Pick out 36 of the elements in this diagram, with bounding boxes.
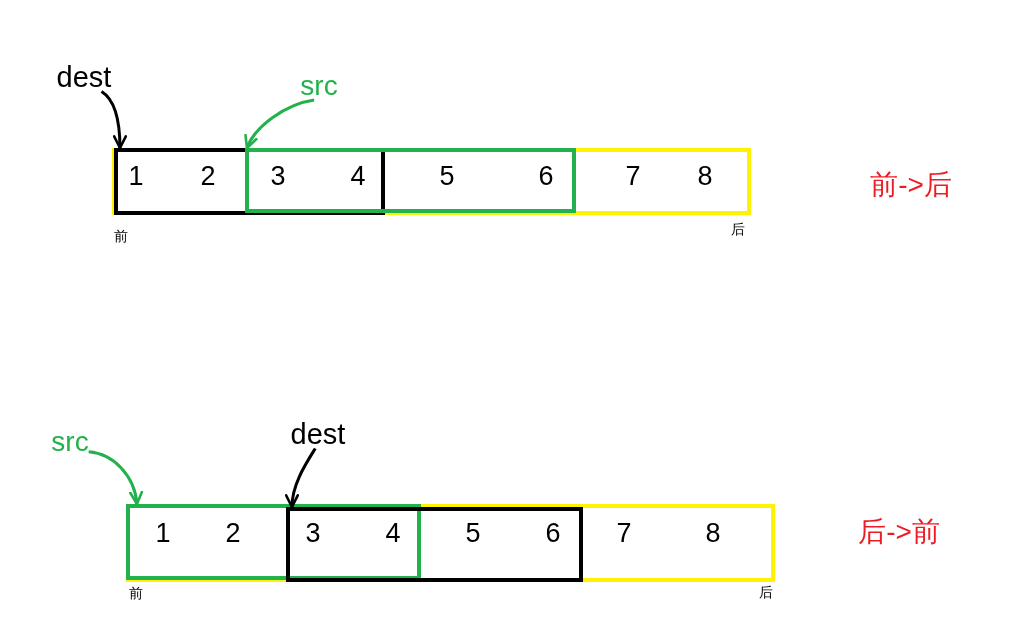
pointer-label: dest xyxy=(290,419,346,449)
array-frame xyxy=(112,148,751,215)
direction-label: 后->前 xyxy=(858,518,940,546)
array-value: 4 xyxy=(350,162,366,190)
array-value: 8 xyxy=(705,519,721,547)
array-value: 7 xyxy=(616,519,632,547)
array-value: 1 xyxy=(128,162,144,190)
range-frame xyxy=(286,507,583,582)
array-value: 6 xyxy=(538,162,554,190)
array-value: 4 xyxy=(385,519,401,547)
end-label: 前 xyxy=(114,229,128,243)
pointer-label: src xyxy=(300,72,338,100)
pointer-label: dest xyxy=(56,62,112,92)
array-value: 2 xyxy=(225,519,241,547)
array-value: 8 xyxy=(697,162,713,190)
arrow xyxy=(285,447,317,509)
array-value: 3 xyxy=(270,162,286,190)
range-frame xyxy=(114,148,385,215)
end-label: 后 xyxy=(731,222,745,236)
direction-label: 前->后 xyxy=(870,171,952,199)
array-value: 6 xyxy=(545,519,561,547)
end-label: 后 xyxy=(759,585,773,599)
arrow xyxy=(88,450,143,506)
array-value: 2 xyxy=(200,162,216,190)
array-value: 5 xyxy=(439,162,455,190)
array-value: 5 xyxy=(465,519,481,547)
pointer-label: src xyxy=(51,428,89,456)
range-frame xyxy=(245,148,576,213)
end-label: 前 xyxy=(129,586,143,600)
arrow xyxy=(245,98,315,150)
array-value: 1 xyxy=(155,519,171,547)
array-frame xyxy=(126,504,775,582)
arrow xyxy=(100,90,127,150)
array-value: 3 xyxy=(305,519,321,547)
array-value: 7 xyxy=(625,162,641,190)
range-frame xyxy=(126,504,421,580)
